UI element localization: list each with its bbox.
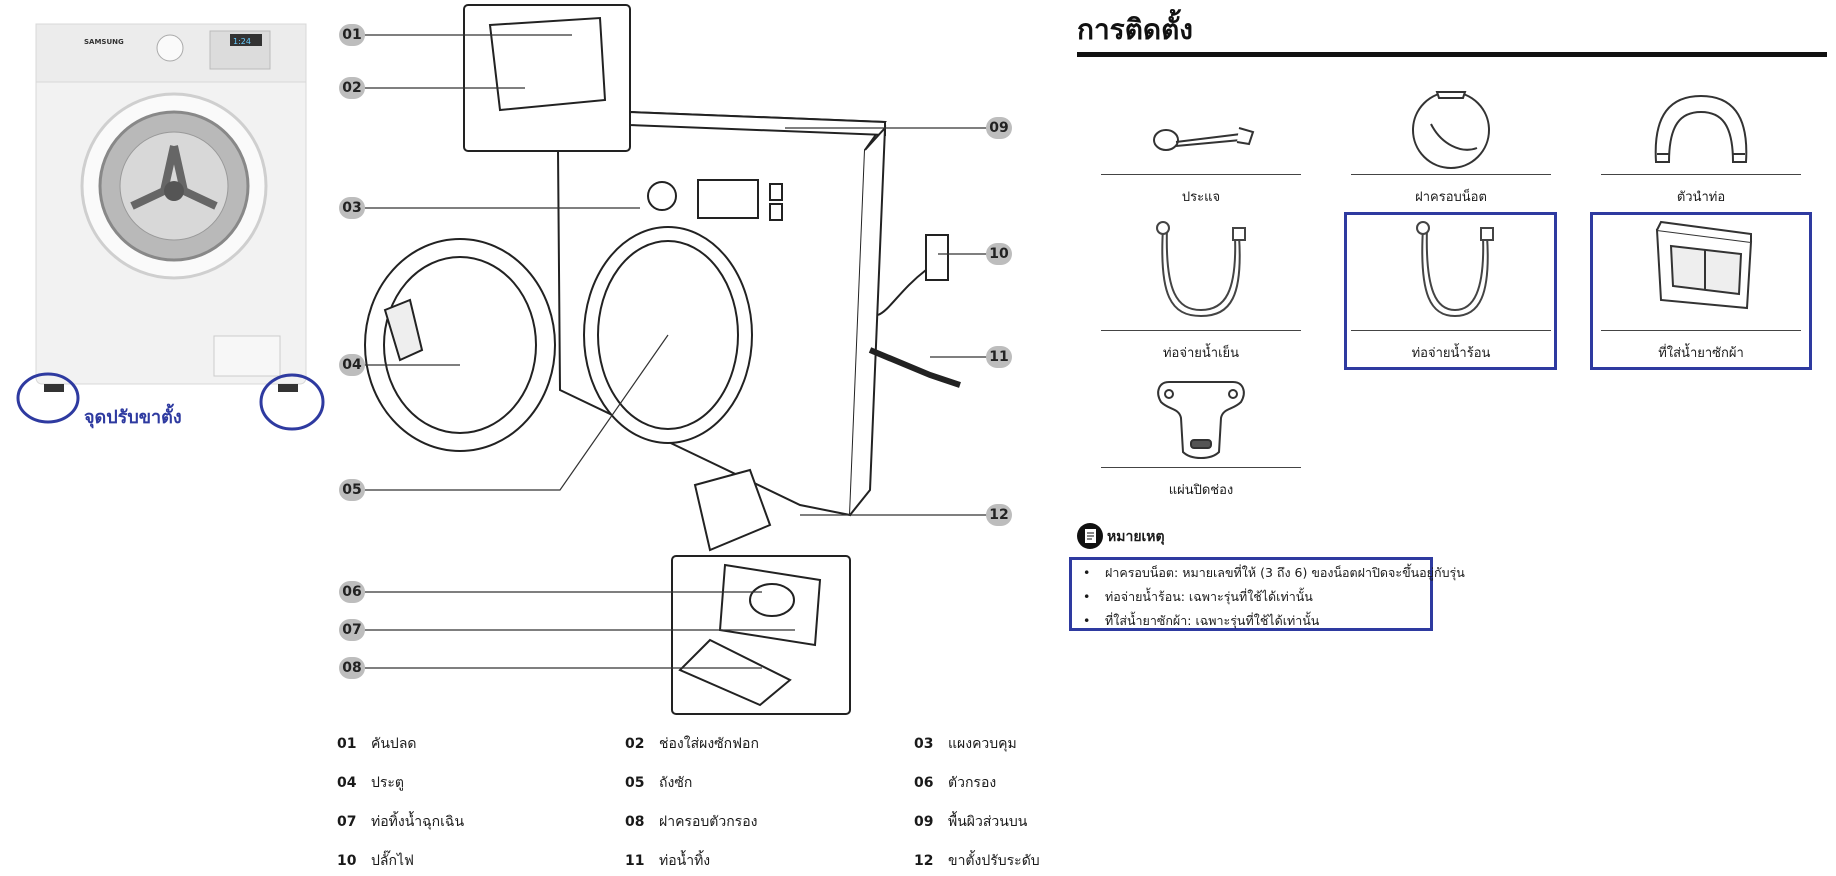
- detergent-drawer-icon: [1655, 220, 1753, 310]
- callout-06: 06: [339, 581, 365, 603]
- note-item: ฝาครอบน็อต: หมายเลขที่ให้ (3 ถึง 6) ของน…: [1083, 563, 1465, 583]
- callout-03: 03: [339, 197, 365, 219]
- parts-diagram: [353, 4, 990, 715]
- note-icon: [1077, 523, 1103, 549]
- accessory-hot-water-hose: ท่อจ่ายน้ำร้อน: [1351, 216, 1551, 366]
- note-title: หมายเหตุ: [1107, 529, 1165, 545]
- callout-11: 11: [986, 346, 1012, 368]
- adjust-foot-label: จุดปรับขาตั้ง: [84, 407, 182, 428]
- callout-02: 02: [339, 77, 365, 99]
- callout-07: 07: [339, 619, 365, 641]
- callout-10: 10: [986, 243, 1012, 265]
- note-item: ท่อจ่ายน้ำร้อน: เฉพาะรุ่นที่ใช้ได้เท่านั…: [1083, 587, 1313, 607]
- title-rule: [1077, 52, 1827, 57]
- callout-09: 09: [986, 117, 1012, 139]
- washing-machine-photo: SAMSUNG 1:24: [16, 23, 325, 431]
- highlight-hot-water-hose: [1344, 212, 1557, 370]
- wrench-icon: [1153, 127, 1255, 151]
- highlight-detergent-drawer: [1590, 212, 1812, 370]
- callout-12: 12: [986, 504, 1012, 526]
- accessory-wrench: ประแจ: [1101, 84, 1301, 234]
- accessory-hole-cover: แผ่นปิดช่อง: [1101, 372, 1301, 522]
- hot-water-hose-icon: [1416, 221, 1494, 318]
- accessory-bolt-cap: ฝาครอบน็อต: [1351, 84, 1551, 234]
- callout-05: 05: [339, 479, 365, 501]
- accessory-hose-guide: ตัวนำท่อ: [1601, 84, 1801, 234]
- cold-water-hose-icon: [1156, 221, 1246, 318]
- note-item: ที่ใส่น้ำยาซักผ้า: เฉพาะรุ่นที่ใช้ได้เท่…: [1083, 611, 1319, 631]
- callout-01: 01: [339, 24, 365, 46]
- brand-label: SAMSUNG: [84, 38, 124, 46]
- callout-04: 04: [339, 354, 365, 376]
- accessory-detergent-drawer: ที่ใส่น้ำยาซักผ้า: [1601, 216, 1801, 366]
- accessory-cold-water-hose: ท่อจ่ายน้ำเย็น: [1101, 216, 1301, 366]
- bolt-cap-icon: [1412, 91, 1490, 169]
- display-readout: 1:24: [233, 37, 251, 46]
- section-title: การติดตั้ง: [1077, 13, 1193, 46]
- hole-cover-icon: [1157, 381, 1245, 459]
- hose-guide-icon: [1654, 94, 1748, 163]
- callout-08: 08: [339, 657, 365, 679]
